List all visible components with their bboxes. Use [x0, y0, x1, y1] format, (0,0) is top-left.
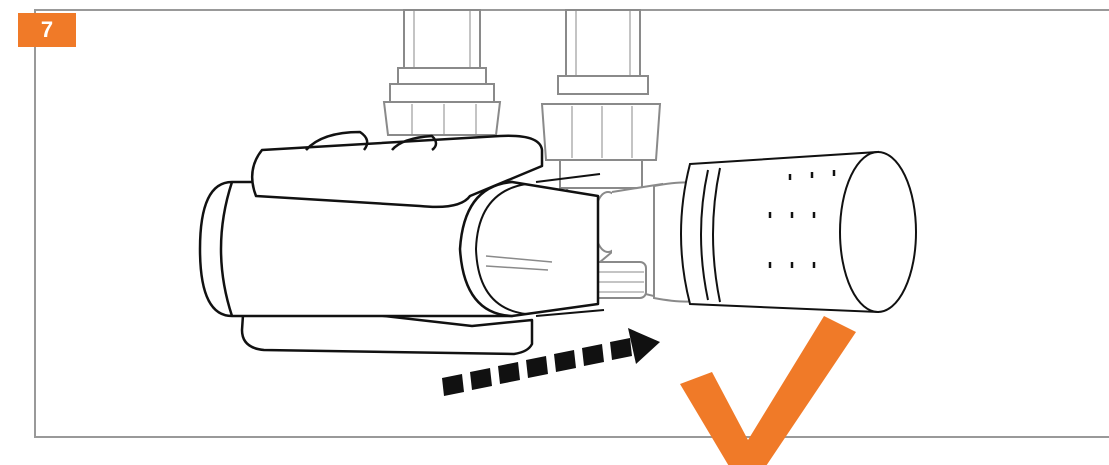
grip-dots	[768, 170, 836, 268]
check-mark-icon	[680, 316, 856, 465]
step-number-badge: 7	[18, 13, 76, 47]
thermostat-head	[680, 150, 917, 314]
thermostat-cover	[198, 130, 605, 356]
dashed-arrow-icon	[442, 328, 660, 396]
